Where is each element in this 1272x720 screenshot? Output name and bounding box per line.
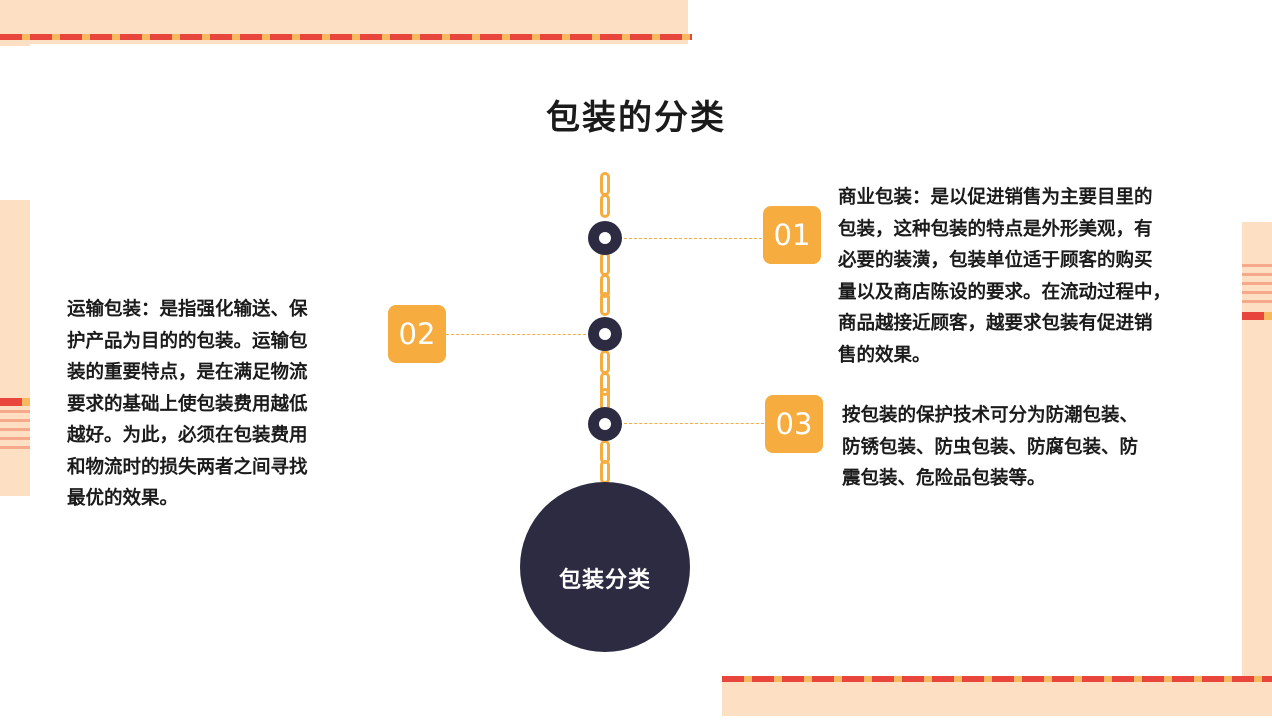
chain-node-3	[588, 407, 622, 441]
text-line: 防锈包装、防虫包装、防腐包装、防	[842, 436, 1139, 458]
page-title: 包装的分类	[546, 98, 726, 138]
text-line: 运输包装：是指强化输送、保	[67, 299, 308, 320]
text-line: 量以及商店陈设的要求。在流动过程中，	[838, 281, 1172, 303]
chain-node-2	[588, 317, 622, 351]
text-line: 护产品为目的的包装。运输包	[67, 330, 308, 352]
text-line: 包装，这种包装的特点是外形美观，有	[838, 218, 1153, 240]
chain-link	[600, 292, 610, 316]
chain-node-1	[588, 221, 622, 255]
bottom-right-stripe	[722, 676, 1272, 682]
chain-link	[600, 460, 610, 484]
chain-link	[600, 252, 610, 276]
protection-packaging-text: 按包装的保护技术可分为防潮包装、 防锈包装、防虫包装、防腐包装、防 震包装、危险…	[842, 400, 1202, 495]
text-line: 和物流时的损失两者之间寻找	[67, 456, 308, 478]
text-line: 震包装、危险品包装等。	[842, 468, 1046, 489]
transport-packaging-text: 运输包装：是指强化输送、保 护产品为目的的包装。运输包 装的重要特点，是在满足物…	[67, 294, 387, 515]
left-edge-band	[0, 200, 30, 496]
badge-01: 01	[763, 206, 821, 264]
chain-link	[600, 350, 610, 374]
badge-02: 02	[388, 305, 446, 363]
top-left-stripe	[0, 34, 692, 40]
chain-link	[600, 172, 610, 196]
center-label: 包装分类	[558, 567, 651, 593]
text-line: 要求的基础上使包装费用越低	[67, 393, 308, 415]
text-line: 装的重要特点，是在满足物流	[67, 362, 308, 383]
center-ball: 包装分类	[520, 482, 690, 652]
text-line: 越好。为此，必须在包装费用	[67, 425, 308, 446]
left-edge-lines	[0, 410, 30, 450]
connector-01	[624, 238, 762, 239]
right-edge-lines	[1242, 264, 1272, 306]
connector-02	[446, 334, 586, 335]
text-line: 必要的装潢，包装单位适于顾客的购买	[838, 250, 1153, 271]
connector-03	[624, 423, 764, 424]
right-edge-stripe	[1242, 312, 1272, 320]
text-line: 最优的效果。	[67, 488, 179, 509]
commercial-packaging-text: 商业包装：是以促进销售为主要目里的 包装，这种包装的特点是外形美观，有 必要的装…	[838, 182, 1228, 371]
text-line: 商业包装：是以促进销售为主要目里的	[838, 187, 1153, 208]
text-line: 商品越接近顾客，越要求包装有促进销	[838, 313, 1153, 334]
text-line: 售的效果。	[838, 344, 931, 366]
badge-03: 03	[765, 395, 823, 453]
chain-link	[600, 194, 610, 218]
left-edge-stripe	[0, 398, 30, 406]
text-line: 按包装的保护技术可分为防潮包装、	[842, 405, 1139, 426]
